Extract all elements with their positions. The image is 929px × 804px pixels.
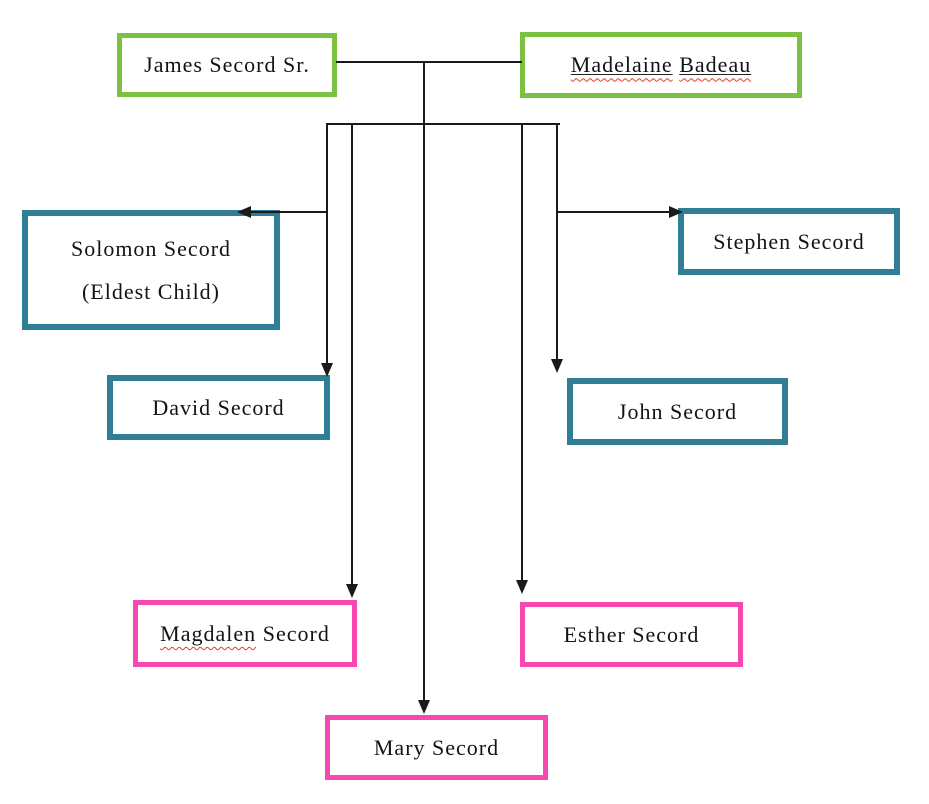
node-solomon-label-line1: Solomon Secord bbox=[70, 235, 232, 261]
node-stephen-label: Stephen Secord bbox=[713, 228, 865, 254]
arrowhead-stephen-icon bbox=[669, 206, 683, 218]
node-madelaine-last-name: Badeau bbox=[679, 52, 752, 78]
connector-marriage-line bbox=[336, 61, 522, 63]
arrowhead-john-icon bbox=[551, 359, 563, 373]
arrowhead-david-icon bbox=[321, 363, 333, 377]
arrowhead-esther-icon bbox=[516, 580, 528, 594]
node-madelaine-first-name: Madelaine bbox=[570, 52, 673, 78]
node-mary-label: Mary Secord bbox=[373, 734, 500, 760]
node-john-secord: John Secord bbox=[567, 378, 788, 445]
connector-children-distribution-line bbox=[326, 123, 560, 125]
connector-dropper-david bbox=[326, 123, 328, 364]
node-esther-secord: Esther Secord bbox=[520, 602, 743, 667]
connector-branch-stephen bbox=[557, 211, 670, 213]
node-magdalen-last-name: Secord bbox=[262, 620, 330, 646]
node-magdalen-first-name: Magdalen bbox=[160, 620, 257, 646]
connector-dropper-magdalen bbox=[351, 123, 353, 585]
arrowhead-solomon-icon bbox=[237, 206, 251, 218]
node-solomon-secord: Solomon Secord (Eldest Child) bbox=[22, 210, 280, 330]
node-james-label: James Secord Sr. bbox=[144, 52, 310, 78]
arrowhead-magdalen-icon bbox=[346, 584, 358, 598]
node-david-secord: David Secord bbox=[107, 375, 330, 440]
node-david-label: David Secord bbox=[152, 394, 285, 420]
node-james-secord-sr: James Secord Sr. bbox=[117, 33, 337, 97]
connector-dropper-esther bbox=[521, 123, 523, 581]
connector-center-dropper-mary bbox=[423, 61, 425, 701]
node-esther-label: Esther Secord bbox=[563, 621, 700, 647]
node-mary-secord: Mary Secord bbox=[325, 715, 548, 780]
connector-dropper-john bbox=[556, 123, 558, 360]
arrowhead-mary-icon bbox=[418, 700, 430, 714]
connector-branch-solomon bbox=[248, 211, 328, 213]
node-john-label: John Secord bbox=[617, 398, 738, 424]
node-solomon-label-line2: (Eldest Child) bbox=[81, 279, 221, 304]
node-stephen-secord: Stephen Secord bbox=[678, 208, 900, 275]
